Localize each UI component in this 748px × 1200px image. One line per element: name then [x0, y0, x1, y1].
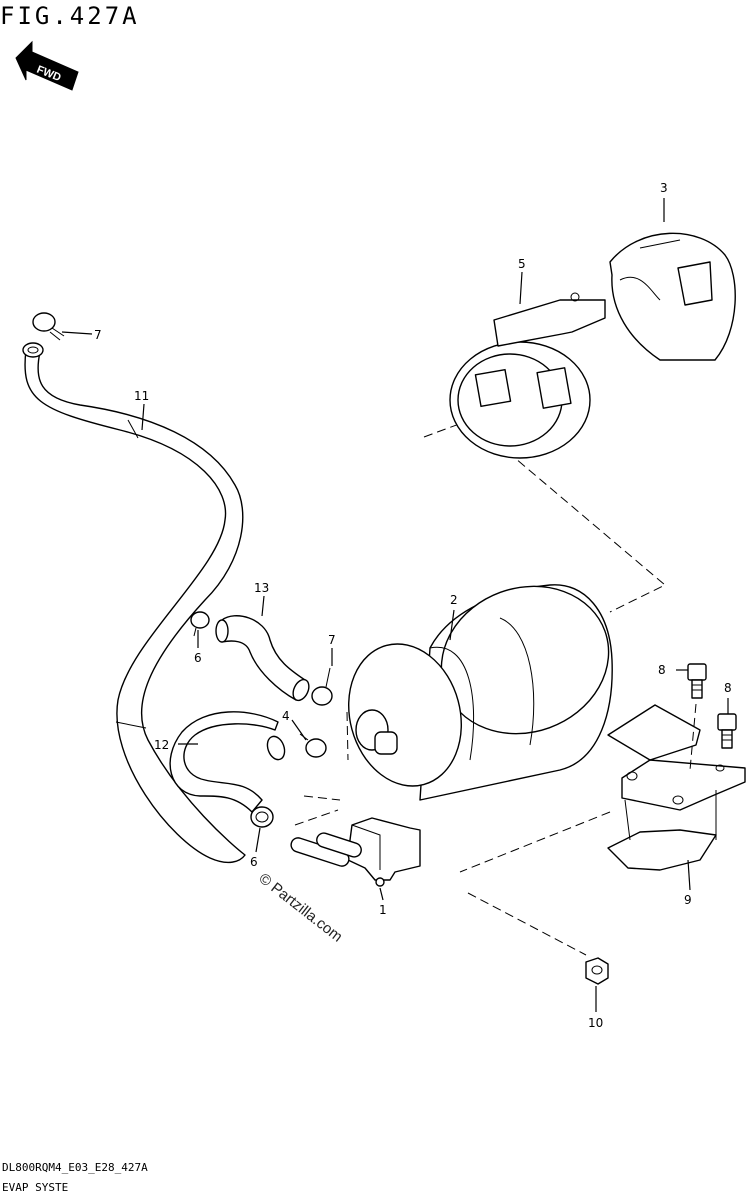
callout-labels: 1 2 3 4 5 6 6 7 7 8 8 9 10 11 12 13: [94, 181, 732, 1030]
hose-13: [215, 615, 310, 702]
bolt-alignment-line: [689, 703, 697, 771]
leader-lines: [61, 198, 729, 1012]
figure-title: FIG.427A: [0, 2, 140, 30]
bolt-8-left: [687, 663, 707, 699]
hose-clip-6-upper: [190, 611, 210, 637]
callout-8-right: 8: [724, 681, 732, 695]
reference-lines: [294, 419, 666, 956]
callout-4: 4: [282, 709, 290, 723]
hose-clip-6-lower: [250, 806, 274, 828]
hose-clip-4: [299, 733, 327, 758]
callout-8-left: 8: [658, 663, 666, 677]
callout-11: 11: [134, 389, 149, 403]
callout-3: 3: [660, 181, 668, 195]
nut-10: [585, 957, 609, 985]
callout-7-lower: 7: [328, 633, 336, 647]
purge-valve-1: [290, 817, 421, 887]
callout-13: 13: [254, 581, 269, 595]
hose-clip-7-upper: [32, 312, 65, 341]
callout-2: 2: [450, 593, 458, 607]
callout-6-lower: 6: [250, 855, 258, 869]
hose-11: [22, 342, 246, 864]
clamp-band-5: [449, 292, 606, 459]
bracket-9: [607, 704, 746, 871]
diagram-name: EVAP SYSTE: [2, 1181, 69, 1194]
callout-6-upper: 6: [194, 651, 202, 665]
hose-clip-7-lower: [311, 667, 333, 706]
canister-2: [348, 584, 613, 801]
callout-7-upper: 7: [94, 328, 102, 342]
diagram-code: DL800RQM4_E03_E28_427A: [2, 1161, 148, 1174]
callout-12: 12: [154, 738, 169, 752]
hose-12: [169, 711, 286, 813]
bolt-8-right: [717, 713, 737, 749]
canister-cover-3: [609, 232, 736, 361]
callout-10: 10: [588, 1016, 603, 1030]
callout-1: 1: [379, 903, 387, 917]
fwd-arrow-icon: FWD: [15, 40, 79, 91]
callout-9: 9: [684, 893, 692, 907]
callout-5: 5: [518, 257, 526, 271]
